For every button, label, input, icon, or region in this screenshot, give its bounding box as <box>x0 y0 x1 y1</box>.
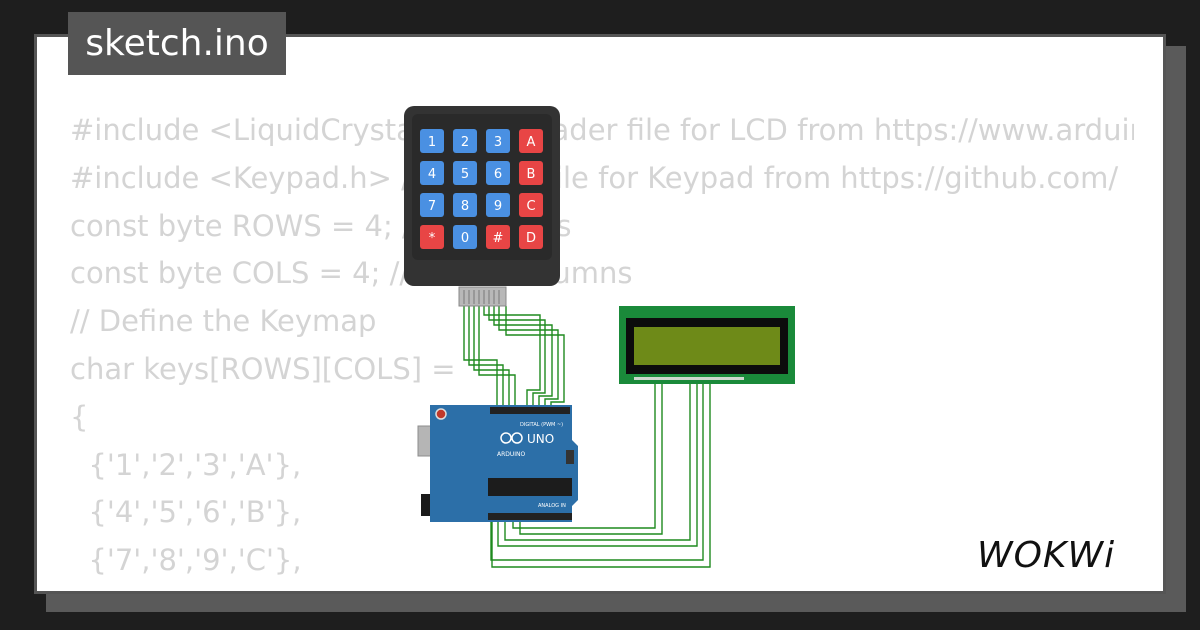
keypad-key-label: D <box>526 231 536 246</box>
wire <box>491 380 711 568</box>
wires <box>463 306 711 568</box>
lcd-screen <box>634 327 780 365</box>
keypad-keys: 1 2 3 A 4 5 6 B 7 8 9 C * 0 # D <box>420 129 543 249</box>
keypad-key <box>420 193 444 217</box>
keypad-key <box>519 129 543 153</box>
keypad-key <box>486 225 510 249</box>
keypad-key-label: 5 <box>461 167 469 182</box>
code-line: {'7','8','9','C'}, <box>70 543 302 578</box>
keypad-key-label: 9 <box>494 199 502 214</box>
wire <box>478 306 516 408</box>
keypad-key <box>486 193 510 217</box>
arduino-uno: UNO ARDUINO DIGITAL (PWM ~) ANALOG IN <box>417 405 578 522</box>
keypad-key-label: 6 <box>494 167 502 182</box>
wire <box>488 306 546 408</box>
wire <box>463 306 498 408</box>
keypad-key-label: 7 <box>428 199 436 214</box>
keypad: 1 2 3 A 4 5 6 B 7 8 9 C * 0 # D <box>404 106 560 307</box>
keypad-key <box>519 193 543 217</box>
keypad-key <box>486 129 510 153</box>
microcontroller-chip <box>488 478 572 496</box>
keypad-key <box>420 129 444 153</box>
keypad-key-label: 1 <box>428 135 436 150</box>
keypad-key-label: 4 <box>428 167 436 182</box>
keypad-connector-pins <box>463 290 500 304</box>
wokwi-logo-text: WOKWi <box>977 535 1115 576</box>
keypad-key-label: 8 <box>461 199 469 214</box>
digital-label: DIGITAL (PWM ~) <box>520 422 563 428</box>
keypad-face <box>412 114 552 260</box>
keypad-key <box>519 161 543 185</box>
lcd-display <box>619 306 795 384</box>
keypad-key-label: A <box>527 135 536 150</box>
keypad-key-label: B <box>527 167 536 182</box>
keypad-key-label: # <box>493 231 504 246</box>
wire <box>483 306 541 408</box>
wire <box>498 306 559 408</box>
wokwi-logo: WOKWi <box>977 535 1115 576</box>
keypad-key-label: C <box>526 199 535 214</box>
keypad-key-label: 3 <box>494 135 502 150</box>
wire <box>504 380 691 541</box>
arduino-logo-right <box>511 432 523 444</box>
icsp-header <box>566 450 574 464</box>
code-line: // Define the Keymap <box>70 304 377 339</box>
analog-label: ANALOG IN <box>538 503 566 509</box>
wire <box>497 380 698 547</box>
keypad-key <box>453 129 477 153</box>
wire <box>473 306 510 408</box>
code-line: {'*','0','#','D'} <box>70 585 1134 592</box>
keypad-key-label: 0 <box>461 231 469 246</box>
lcd-pins <box>634 377 744 380</box>
keypad-key <box>453 225 477 249</box>
keypad-key <box>519 225 543 249</box>
code-line: {'1','2','3','A'}, <box>70 447 302 482</box>
keypad-key-label: * <box>429 231 436 246</box>
analog-header <box>488 513 572 520</box>
wire <box>519 380 663 535</box>
keypad-key-label: 2 <box>461 135 469 150</box>
arduino-brand: ARDUINO <box>497 451 526 458</box>
keypad-key <box>453 161 477 185</box>
keypad-key <box>420 161 444 185</box>
keypad-key <box>453 193 477 217</box>
arduino-model: UNO <box>527 432 554 446</box>
arduino-logo-left <box>500 432 512 444</box>
code-line: {'4','5','6','B'}, <box>70 495 302 530</box>
reset-button <box>435 408 447 420</box>
wire <box>505 306 565 408</box>
wire <box>493 306 553 408</box>
keypad-key <box>486 161 510 185</box>
code-line: char keys[ROWS][COLS] = <box>70 351 465 386</box>
code-line: { <box>70 399 89 434</box>
digital-header <box>490 407 570 414</box>
wire <box>490 380 704 561</box>
wire <box>512 380 656 529</box>
sketch-title: sketch.ino <box>68 12 286 75</box>
wire <box>468 306 504 408</box>
keypad-key <box>420 225 444 249</box>
